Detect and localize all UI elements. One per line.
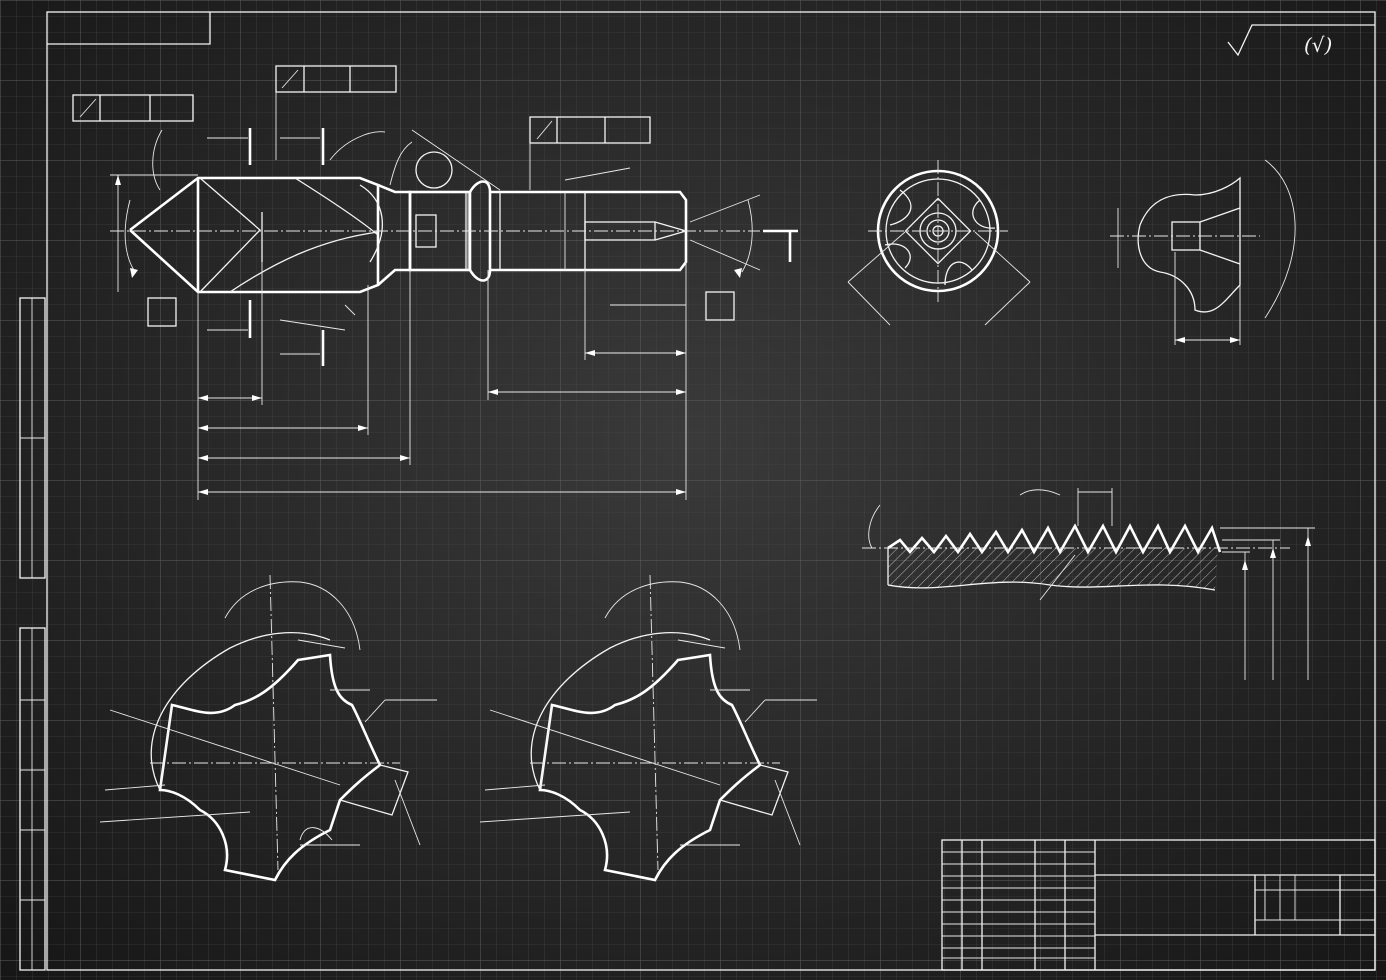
side-view-dimensions — [110, 129, 761, 500]
side-view — [110, 141, 760, 294]
surface-finish-note: (√) — [1304, 33, 1332, 57]
thread-profile — [862, 488, 1315, 680]
tolerance-frames — [72, 65, 735, 327]
section-marks — [207, 128, 798, 366]
surface-finish-symbol: (√) — [1227, 24, 1375, 57]
end-view — [847, 160, 1031, 326]
drawing-frame — [19, 11, 1376, 971]
countersink-section — [1110, 159, 1296, 345]
cross-section-left — [99, 574, 437, 882]
cross-section-right — [479, 574, 817, 882]
title-block — [941, 839, 1376, 971]
